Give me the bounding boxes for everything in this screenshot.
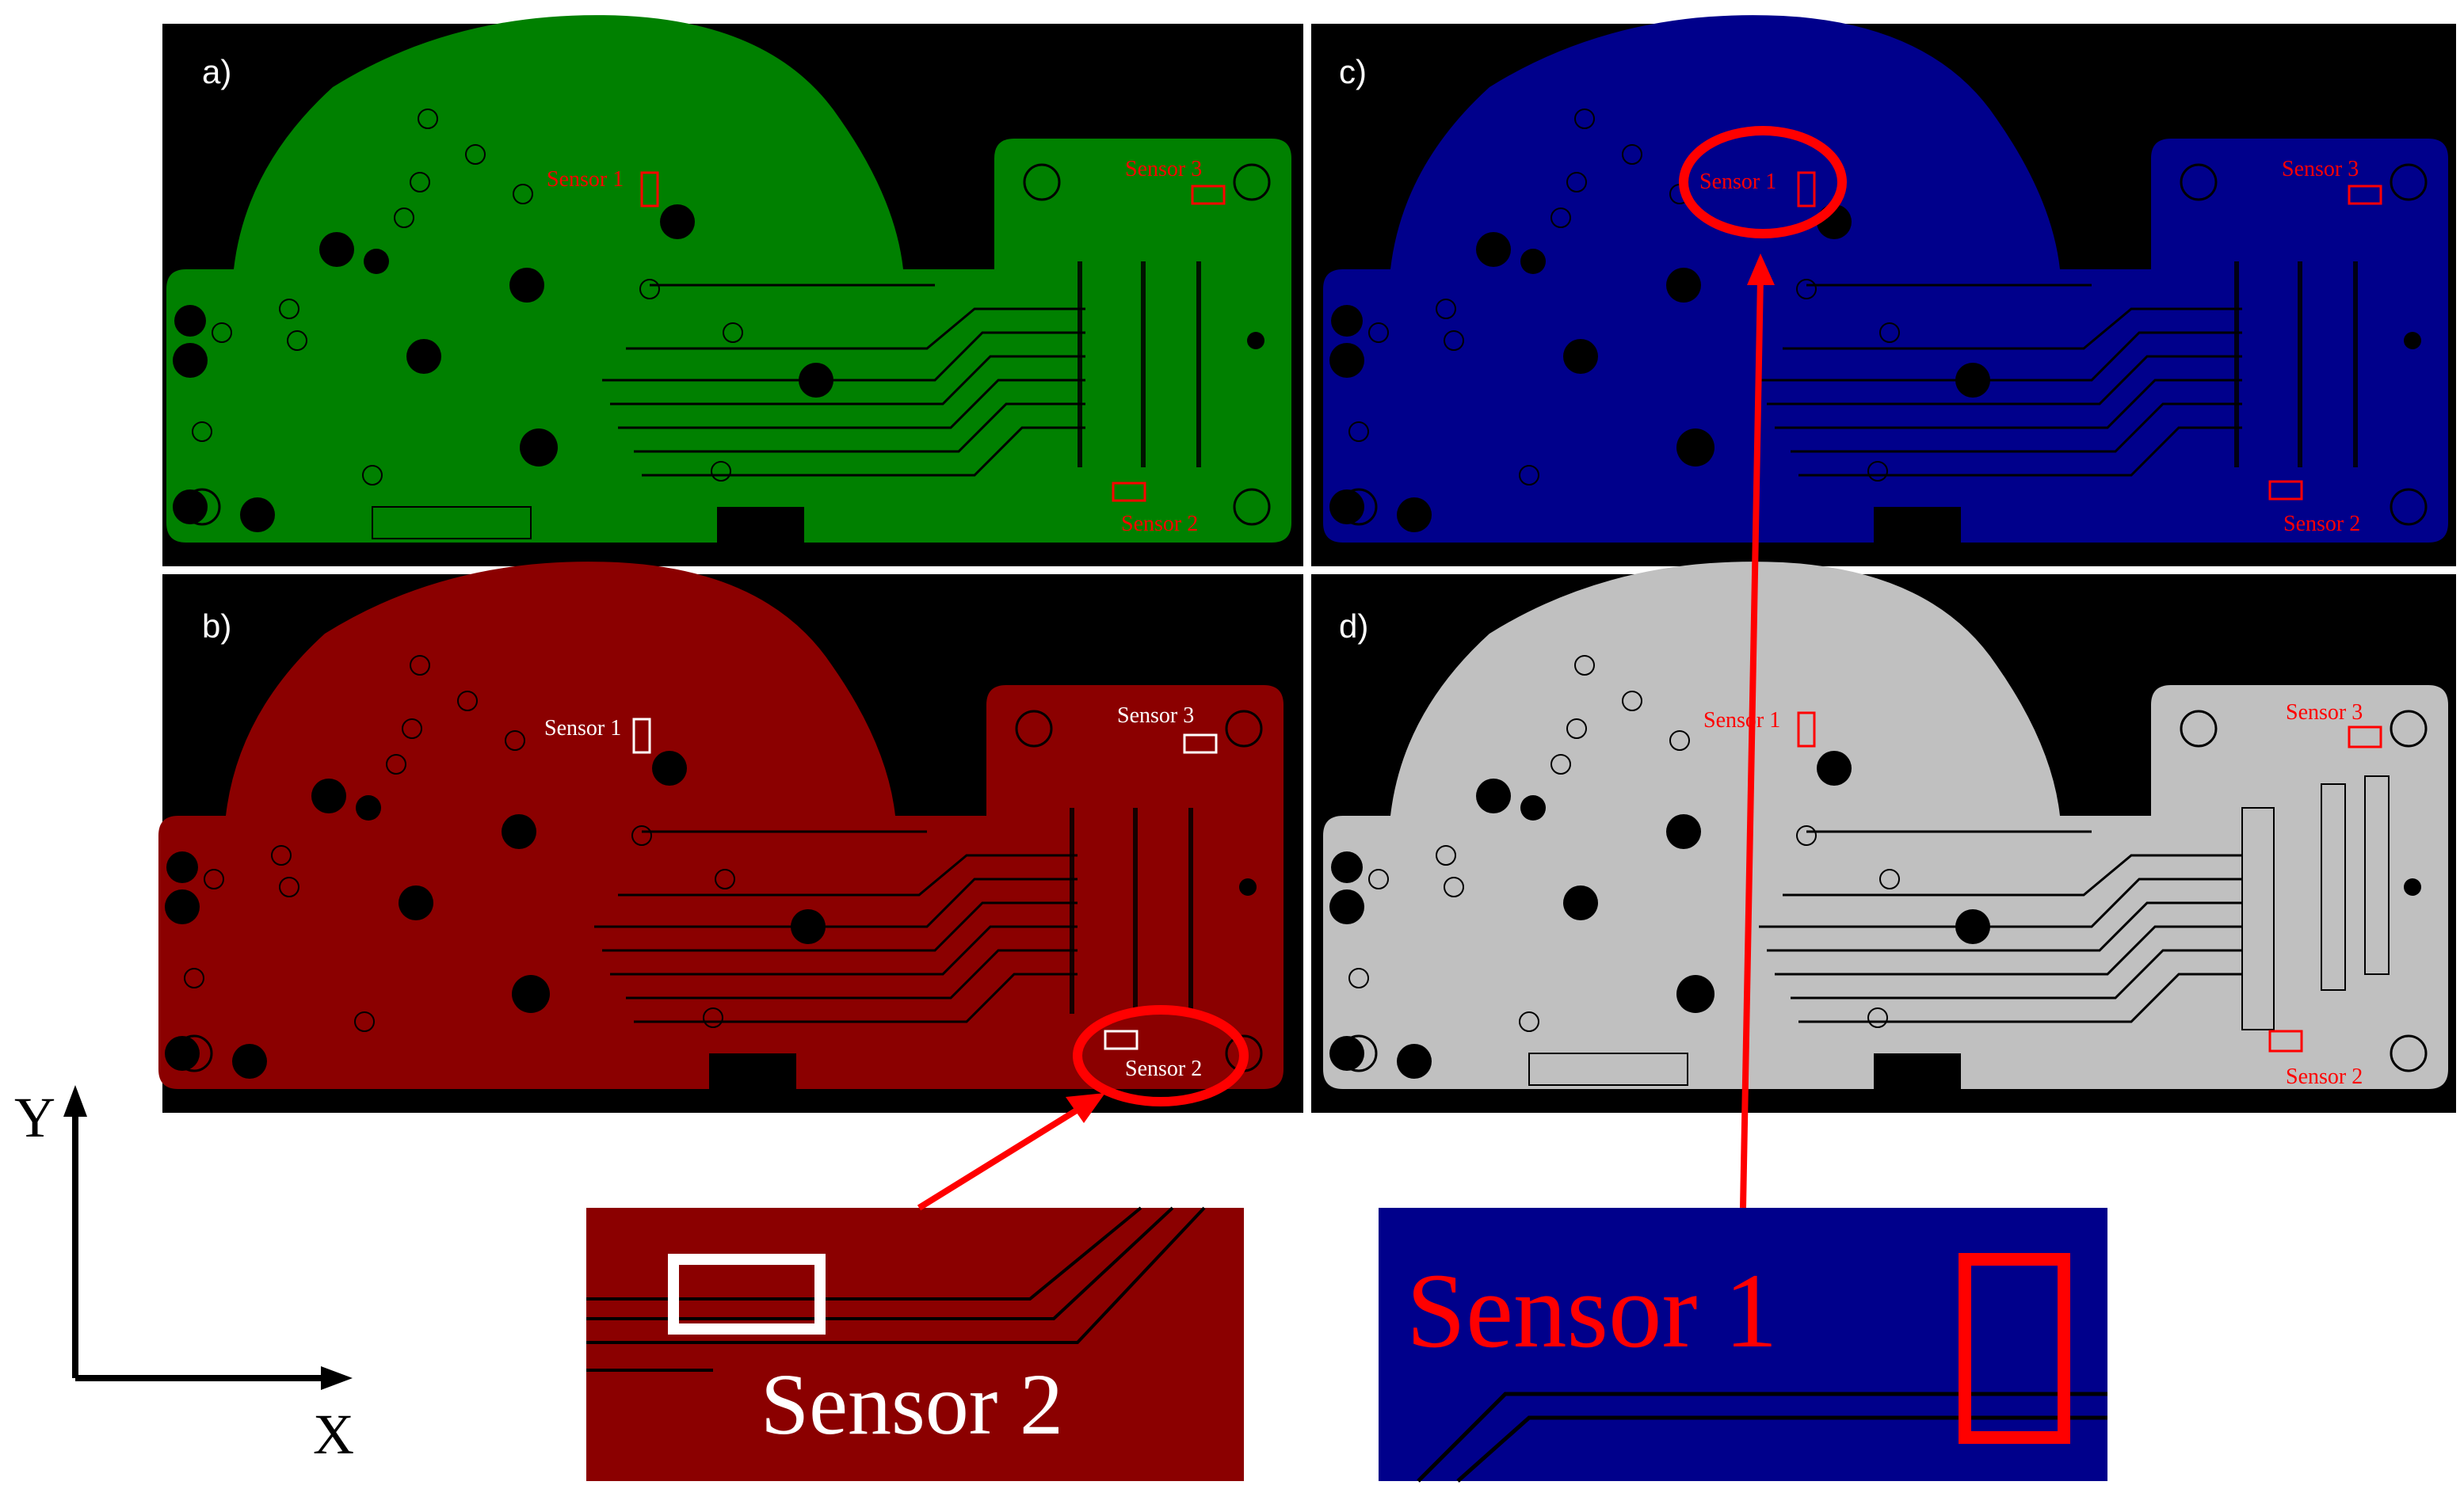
sensor-1-marker-c (1797, 171, 1816, 208)
silkscreen-label-d (1528, 1053, 1688, 1086)
sensor-1-marker-b (632, 718, 651, 754)
highlight-ellipse-sensor-1 (1679, 126, 1847, 238)
zoom-inset-sensor-1: Sensor 1 (1379, 1208, 2107, 1483)
x-axis-label: X (313, 1403, 354, 1466)
panel-label-c: c) (1339, 53, 1367, 90)
panel-b: b) Sensor 1 Sensor 3 Sensor 2 (158, 562, 1283, 1106)
sensor-3-marker-d (2348, 725, 2382, 748)
sensor-2-marker-b (1104, 1030, 1139, 1050)
highlight-ellipse-sensor-2 (1073, 1005, 1249, 1106)
sensor-3-marker-a (1191, 185, 1226, 205)
sensor-1-label-c: Sensor 1 (1699, 169, 1776, 194)
y-axis-label: Y (14, 1086, 55, 1149)
sensor-2-label-c: Sensor 2 (2283, 512, 2360, 536)
connector-arrows (917, 253, 1775, 1211)
zoom-sensor-2-marker (668, 1254, 826, 1335)
x-axis-arrowhead (321, 1366, 353, 1390)
panel-c: c) Sensor 1 Sensor 3 Sensor 2 (1323, 15, 2448, 543)
pad-row-2-d (2364, 775, 2390, 975)
panel-label-a: a) (202, 53, 231, 90)
zoom-inset-background-left (586, 1208, 1244, 1481)
sensor-1-label-d: Sensor 1 (1703, 708, 1780, 733)
pad-row-1-d (2321, 783, 2346, 991)
arrow-sensor-1-head (1747, 253, 1775, 285)
sensor-1-marker-d (1797, 711, 1816, 748)
sensor-3-label-d: Sensor 3 (2286, 700, 2363, 725)
panel-a: a) Sensor 1 Sensor 3 Sensor 2 (166, 15, 1291, 543)
panel-label-b: b) (202, 607, 231, 645)
sensor-2-marker-d (2268, 1030, 2303, 1053)
sensor-2-label-d: Sensor 2 (2286, 1064, 2363, 1089)
zoom-sensor-1-label: Sensor 1 (1406, 1252, 1778, 1370)
y-axis-arrowhead (63, 1085, 87, 1117)
coordinate-axes: Y X (14, 1085, 354, 1466)
panel-d: d) Sensor 1 Sensor 3 Sensor 2 (1323, 562, 2448, 1089)
silkscreen-label-a (372, 506, 532, 539)
zoom-inset-sensor-2: Sensor 2 (586, 1206, 1244, 1481)
arrow-sensor-2-head (1066, 1093, 1105, 1123)
sensor-3-label-a: Sensor 3 (1125, 157, 1202, 181)
zoom-sensor-2-label: Sensor 2 (761, 1356, 1063, 1453)
panel-label-d: d) (1339, 607, 1368, 645)
sensor-3-marker-b (1183, 733, 1218, 754)
sensor-2-marker-a (1112, 482, 1146, 502)
sensor-3-marker-c (2348, 185, 2382, 205)
sensor-3-label-b: Sensor 3 (1117, 703, 1194, 728)
sensor-2-label-a: Sensor 2 (1121, 512, 1198, 536)
sensor-1-label-a: Sensor 1 (547, 167, 624, 192)
sensor-3-label-c: Sensor 3 (2282, 157, 2359, 181)
zoom-sensor-1-marker (1959, 1253, 2070, 1444)
sensor-2-label-b: Sensor 2 (1125, 1057, 1202, 1081)
sensor-2-marker-c (2268, 480, 2303, 501)
sensor-1-label-b: Sensor 1 (544, 716, 621, 741)
arrow-sensor-1-line (1740, 276, 1764, 1209)
connector-outline-d (2241, 807, 2275, 1030)
sensor-1-marker-a (640, 171, 659, 208)
arrow-sensor-2-line (917, 1102, 1088, 1211)
